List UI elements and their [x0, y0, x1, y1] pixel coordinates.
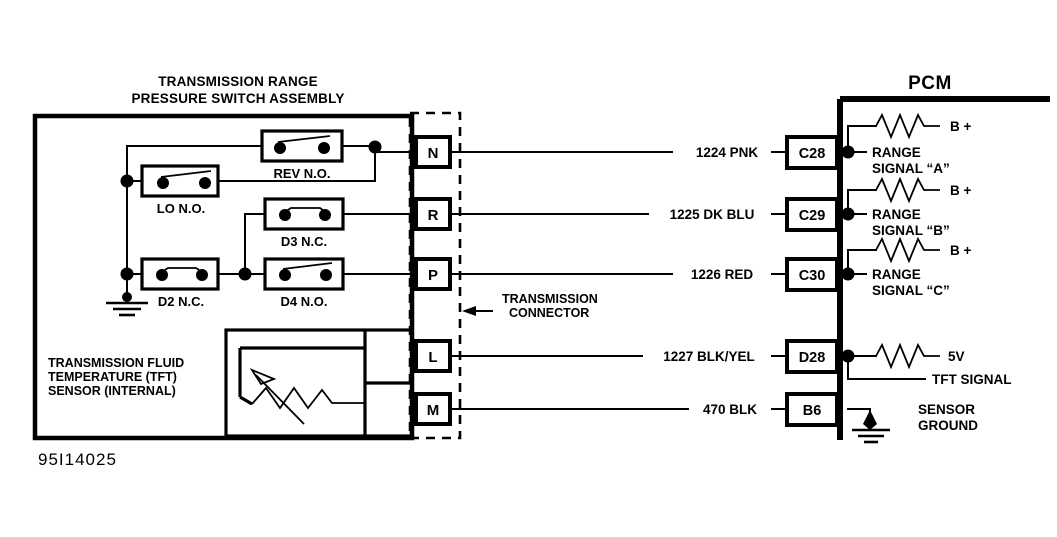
- pcm-terminal-c30: C30: [785, 257, 839, 292]
- wire-c29-pullup: [847, 189, 877, 215]
- tft-label-line2: TEMPERATURE (TFT): [48, 370, 177, 384]
- pcm-terminal-b6: B6: [785, 392, 839, 427]
- wire-lo-to-rev-top: [126, 145, 263, 182]
- connector-terminal-m-label: M: [427, 402, 440, 419]
- connector-label-line1: TRANSMISSION: [502, 292, 598, 306]
- tft-sensor: [224, 328, 414, 438]
- pcm-terminal-c29-label: C29: [799, 208, 826, 224]
- wire-1224-label: 1224 PNK: [696, 145, 759, 160]
- resistor-c29-icon: [875, 176, 940, 204]
- pcm-c30-supply-label: B +: [950, 243, 972, 258]
- wire-d28-signal: [847, 355, 926, 380]
- transmission-connector-boundary: [408, 111, 462, 440]
- junction-n-rail: [368, 140, 382, 154]
- assembly-enclosure: [32, 113, 415, 441]
- pcm-terminal-c29: C29: [785, 197, 839, 232]
- switch-d3-label: D3 N.C.: [281, 234, 327, 249]
- junction-d2: [120, 267, 134, 281]
- connector-terminal-m: M: [414, 392, 452, 426]
- pcm-c30-signal-line1: RANGE: [872, 267, 921, 282]
- pcm-terminal-c30-label: C30: [799, 268, 826, 284]
- switch-d2-label: D2 N.C.: [158, 294, 204, 309]
- junction-lo: [120, 174, 134, 188]
- connector-terminal-l: L: [414, 339, 452, 373]
- pcm-b6-signal-line2: GROUND: [918, 418, 978, 433]
- pcm-c29-signal-line1: RANGE: [872, 207, 921, 222]
- chassis-ground-icon: [106, 292, 148, 317]
- figure-number: 95I14025: [38, 450, 117, 469]
- connector-terminal-n: N: [414, 135, 452, 169]
- switch-d3: D3 N.C.: [263, 197, 345, 249]
- pcm-terminal-d28-label: D28: [799, 350, 826, 366]
- junction-d3-d4: [238, 267, 252, 281]
- connector-terminal-n-label: N: [428, 145, 439, 162]
- pcm-c30-signal-line2: SIGNAL “C”: [872, 283, 950, 298]
- pcm-terminal-c28: C28: [785, 135, 839, 170]
- pcm-b6-signal-line1: SENSOR: [918, 402, 975, 417]
- wire-c30-pullup: [847, 249, 877, 275]
- resistor-d28-icon: [875, 342, 940, 370]
- resistor-c28-icon: [875, 112, 940, 140]
- wire-lo-out: [217, 151, 376, 182]
- wire-c28-pullup: [847, 125, 877, 153]
- wire-1227-label: 1227 BLK/YEL: [663, 349, 755, 364]
- switch-rev-label: REV N.O.: [273, 166, 330, 181]
- pcm-c29-supply-label: B +: [950, 183, 972, 198]
- pcm-title: PCM: [908, 73, 952, 94]
- switch-d2: D2 N.C.: [140, 257, 220, 309]
- resistor-c30-icon: [875, 236, 940, 264]
- switch-rev: REV N.O.: [260, 129, 344, 181]
- wire-1226-label: 1226 RED: [691, 267, 754, 282]
- switch-lo-label: LO N.O.: [157, 201, 205, 216]
- connector-terminal-r: R: [414, 197, 452, 231]
- pcm-terminal-c28-label: C28: [799, 146, 826, 162]
- connector-label-line2: CONNECTOR: [509, 306, 589, 320]
- wire-1225-label: 1225 DK BLU: [670, 207, 755, 222]
- connector-terminal-l-label: L: [428, 349, 437, 366]
- wire-d3-in: [244, 213, 266, 275]
- connector-terminal-p-label: P: [428, 267, 438, 284]
- pcm-terminal-d28: D28: [785, 339, 839, 374]
- wire-470-label: 470 BLK: [703, 402, 757, 417]
- tft-label-line3: SENSOR (INTERNAL): [48, 384, 176, 398]
- sensor-ground-icon: [852, 410, 890, 444]
- connector-callout-arrow-icon: [462, 306, 476, 316]
- assembly-title-line2: PRESSURE SWITCH ASSEMBLY: [131, 91, 344, 106]
- pcm-c28-signal-line1: RANGE: [872, 145, 921, 160]
- assembly-title-line1: TRANSMISSION RANGE: [158, 74, 318, 89]
- connector-terminal-p: P: [414, 257, 452, 291]
- pcm-c28-signal-line2: SIGNAL “A”: [872, 161, 950, 176]
- switch-d4-label: D4 N.O.: [281, 294, 328, 309]
- connector-terminal-r-label: R: [428, 207, 439, 224]
- pcm-c29-signal-line2: SIGNAL “B”: [872, 223, 950, 238]
- pcm-d28-supply-label: 5V: [948, 349, 965, 364]
- switch-d4: D4 N.O.: [263, 257, 345, 309]
- switch-lo: LO N.O.: [140, 164, 220, 216]
- pcm-terminal-b6-label: B6: [803, 403, 822, 419]
- pcm-c28-supply-label: B +: [950, 119, 972, 134]
- tft-label-line1: TRANSMISSION FLUID: [48, 356, 184, 370]
- pcm-d28-signal-line1: TFT SIGNAL: [932, 372, 1012, 387]
